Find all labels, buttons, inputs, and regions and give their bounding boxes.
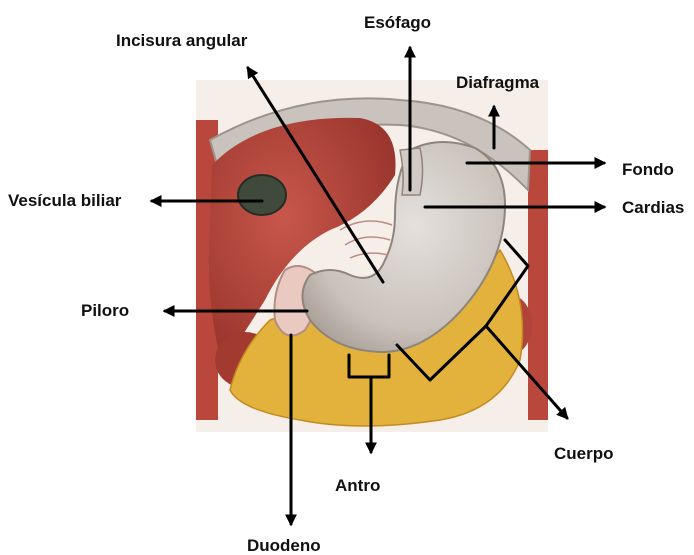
gallbladder — [238, 175, 286, 215]
right-abdominal-wall — [528, 150, 548, 420]
label-cuerpo: Cuerpo — [554, 444, 614, 463]
label-piloro: Piloro — [81, 301, 129, 320]
label-fondo: Fondo — [622, 160, 674, 179]
label-antro: Antro — [335, 476, 380, 495]
label-vesicula-biliar: Vesícula biliar — [8, 191, 122, 210]
label-diafragma: Diafragma — [456, 73, 540, 92]
label-cardias: Cardias — [622, 198, 684, 217]
label-duodeno: Duodeno — [247, 536, 321, 555]
label-incisura-angular: Incisura angular — [116, 31, 248, 50]
label-esofago: Esófago — [364, 13, 431, 32]
